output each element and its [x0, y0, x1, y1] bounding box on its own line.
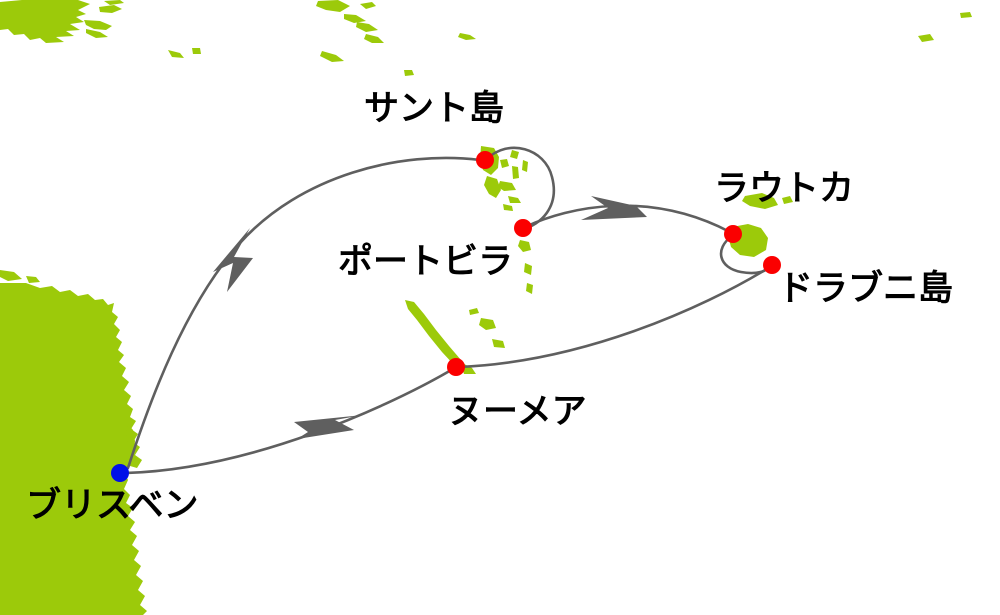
- route-arrow-portvila-lautoka: [581, 196, 647, 220]
- landmass-vanuatu-aoba: [510, 150, 519, 159]
- route-leg-noumea-brisbane[interactable]: [122, 367, 455, 475]
- landmass-vanuatu-malo: [500, 159, 509, 168]
- landmass-loyalty-mare: [492, 339, 505, 348]
- port-marker-dravuni[interactable]: [763, 256, 781, 274]
- port-label-dravuni: ドラブニ島: [778, 269, 954, 309]
- landmass-png-island-b: [104, 0, 124, 5]
- landmass-solomon-c: [360, 2, 376, 9]
- port-marker-brisbane[interactable]: [111, 464, 129, 482]
- port-label-santo: サント島: [364, 89, 505, 129]
- landmass-islet-c: [0, 270, 22, 281]
- landmass-vanuatu-efate: [518, 240, 531, 252]
- landmass-outlier-right-b: [960, 12, 972, 18]
- landmass-fiji-taveuni: [782, 196, 793, 204]
- landmass-layer: [0, 0, 972, 615]
- landmass-islet-e: [404, 70, 414, 76]
- landmass-vanuatu-epi: [508, 196, 521, 203]
- route-layer: [122, 146, 773, 475]
- landmass-solomon-e: [364, 34, 384, 43]
- route-arrow-brisbane-santo: [213, 228, 253, 292]
- port-marker-layer: [111, 151, 781, 482]
- landmass-vanuatu-pentecost: [512, 166, 519, 179]
- landmass-new-britain: [84, 20, 112, 30]
- port-label-port-vila: ポートビラ: [338, 242, 514, 282]
- landmass-outlier-right-a: [918, 34, 934, 42]
- port-marker-santo[interactable]: [476, 151, 494, 169]
- port-label-lautoka: ラウトカ: [714, 169, 855, 209]
- port-label-noumea: ヌーメア: [448, 392, 587, 432]
- landmass-islet-d: [26, 276, 40, 283]
- landmass-solomon-b: [344, 14, 366, 23]
- landmass-islet-a: [168, 50, 184, 58]
- port-marker-port-vila[interactable]: [514, 219, 532, 237]
- landmass-solomon-f: [320, 51, 344, 62]
- route-arrow-noumea-brisbane: [294, 415, 363, 439]
- landmass-new-caledonia: [405, 300, 470, 374]
- port-label-brisbane: ブリスベン: [26, 486, 199, 526]
- landmass-australia: [0, 283, 147, 615]
- route-leg-dravuni-noumea[interactable]: [457, 265, 772, 369]
- landmass-vanuatu-maewo: [522, 160, 528, 172]
- landmass-vanuatu-malekula: [484, 176, 501, 198]
- landmass-vanua-levu: [742, 193, 778, 209]
- landmass-solomon-g: [458, 33, 476, 40]
- landmass-png-island-a: [99, 5, 122, 13]
- landmass-loyalty-ouvea: [469, 308, 479, 315]
- landmass-islet-b: [192, 48, 201, 54]
- port-marker-lautoka[interactable]: [724, 225, 742, 243]
- landmass-vanuatu-ambrym: [498, 181, 516, 191]
- landmass-vanuatu-tongoa: [503, 204, 513, 211]
- landmass-png-island-c: [86, 29, 108, 38]
- landmass-loyalty-lifou: [479, 318, 496, 330]
- landmass-papua-new-guinea: [0, 0, 90, 43]
- port-marker-noumea[interactable]: [447, 358, 465, 376]
- landmass-solomon-d: [356, 22, 378, 32]
- landmass-vanuatu-tanna: [526, 283, 533, 294]
- landmass-moreton-bay-spit: [124, 424, 135, 470]
- landmass-solomon-a: [316, 0, 350, 12]
- landmass-vanuatu-erromango: [524, 263, 532, 275]
